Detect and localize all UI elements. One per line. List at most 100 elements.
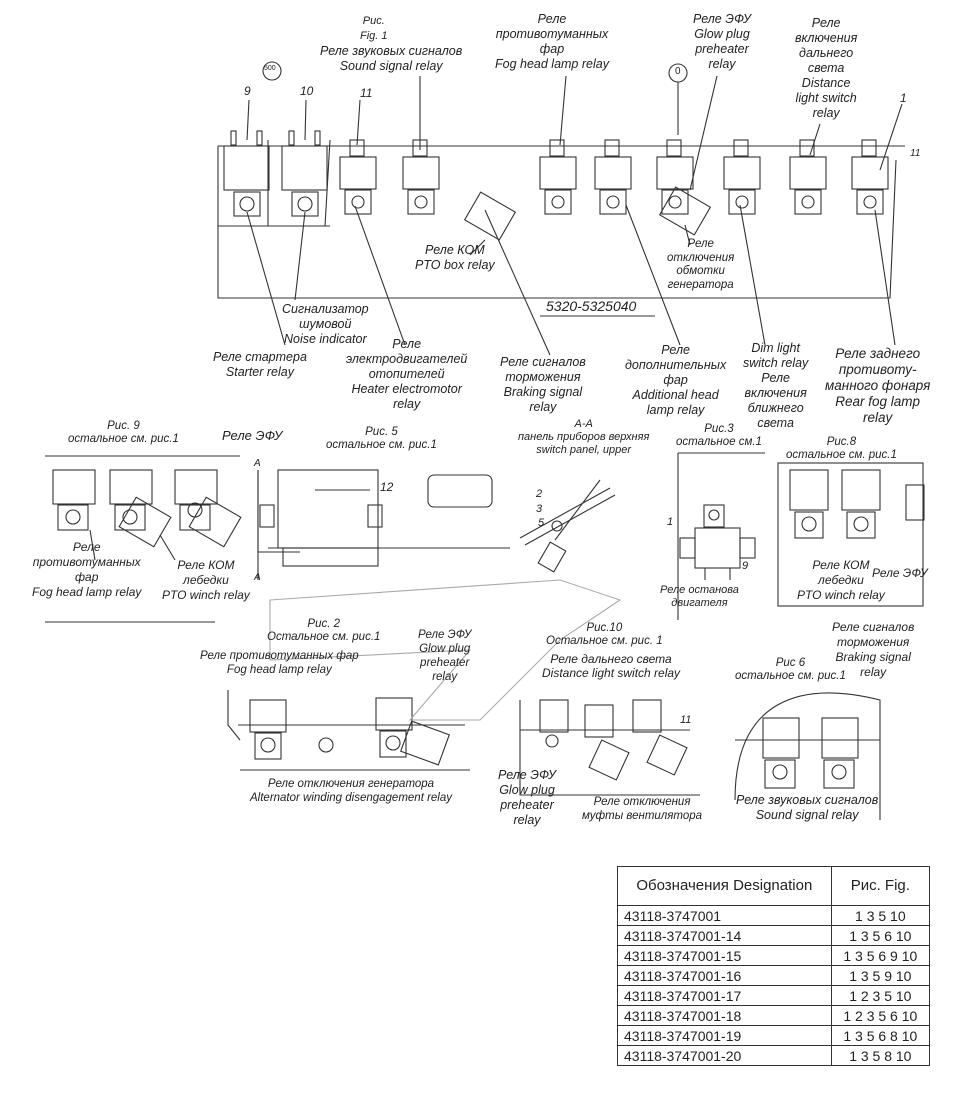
designation-cell: 43118-3747001 <box>617 905 832 926</box>
fig1-label: Рис.Fig. 1 <box>360 15 388 42</box>
callout-0: 0 <box>675 66 681 77</box>
fig10-panel <box>519 699 700 796</box>
section-aa-3: 3 <box>536 503 543 515</box>
watermark-arrow <box>269 579 622 721</box>
fig6-panel <box>734 692 881 820</box>
relay <box>851 139 889 215</box>
part-number-label: 5320-5325040 <box>546 298 637 314</box>
callout-500: 500 <box>264 65 276 72</box>
designation-cell: 43118-3747001-16 <box>617 965 832 986</box>
tilted-relay <box>658 186 712 236</box>
noise-relay-10 <box>281 130 328 217</box>
figures-cell: 1 3 5 6 9 10 <box>830 945 931 966</box>
fig8-panel <box>777 462 925 607</box>
fig10-position-11: 11 <box>680 714 692 726</box>
figures-cell: 1 3 5 6 10 <box>830 925 931 946</box>
fig3-position-1: 1 <box>667 516 674 528</box>
figures-cell: 1 3 5 6 8 10 <box>830 1025 931 1046</box>
designation-cell: 43118-3747001-20 <box>617 1045 832 1066</box>
section-aa-panel <box>519 479 616 573</box>
fig5-section-a-top: A <box>254 458 261 469</box>
leader-lines <box>246 75 903 356</box>
position-9: 9 <box>244 84 251 98</box>
table-header-figures: Рис. Fig. <box>830 866 931 906</box>
designation-cell: 43118-3747001-15 <box>617 945 832 966</box>
fig9-panel <box>45 455 242 623</box>
section-aa-5: 5 <box>538 517 545 529</box>
relay <box>656 139 694 215</box>
tilted-relay <box>463 191 517 241</box>
starter-relay-9 <box>223 130 270 217</box>
designation-cell: 43118-3747001-14 <box>617 925 832 946</box>
fig5-panel <box>257 469 510 580</box>
relay <box>594 139 632 215</box>
fig5-position-12: 12 <box>380 480 394 494</box>
figures-cell: 1 3 5 10 <box>830 905 931 926</box>
position-1: 1 <box>900 91 907 105</box>
position-11: 11 <box>360 86 373 100</box>
fig9-efu-label: Реле ЭФУ <box>222 428 283 443</box>
position-10: 10 <box>300 84 314 98</box>
relay <box>723 139 761 215</box>
relay <box>789 139 827 215</box>
designation-cell: 43118-3747001-18 <box>617 1005 832 1026</box>
table-header-designation: Обозначения Designation <box>617 866 832 906</box>
fig3-panel <box>677 452 765 620</box>
figures-cell: 1 3 5 8 10 <box>830 1045 931 1066</box>
fig8-efu-label: Реле ЭФУ <box>872 566 928 580</box>
relay <box>339 139 377 215</box>
fig5-section-a-bottom: A <box>254 572 261 583</box>
relay <box>539 139 577 215</box>
position-11b: 11 <box>910 148 921 159</box>
main-panel-outline <box>217 146 897 299</box>
figures-cell: 1 2 3 5 6 10 <box>830 1005 931 1026</box>
fig2-panel <box>227 690 470 771</box>
section-aa-2: 2 <box>536 488 543 500</box>
designation-cell: 43118-3747001-17 <box>617 985 832 1006</box>
figures-cell: 1 3 5 9 10 <box>830 965 931 986</box>
relay-row <box>339 139 889 241</box>
designation-table: Обозначения Designation Рис. Fig. 43118-… <box>617 866 931 1066</box>
relay <box>402 139 440 215</box>
callout-circle-500 <box>262 61 282 81</box>
table-header-row: Обозначения Designation Рис. Fig. <box>617 866 931 906</box>
